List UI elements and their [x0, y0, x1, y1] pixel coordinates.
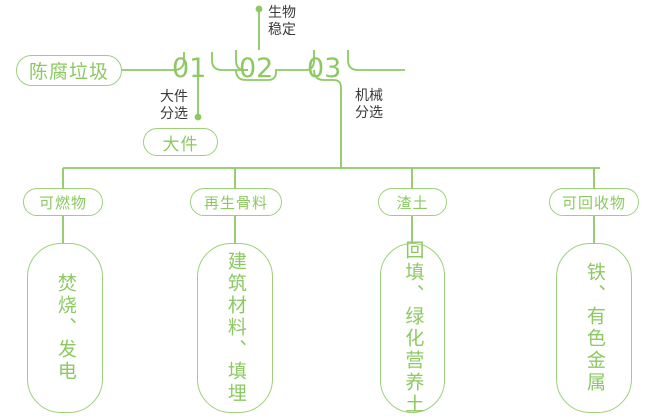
- stage-02-process-line2: 稳定: [268, 22, 296, 38]
- root-node-chenfu-laji[interactable]: 陈腐垃圾: [16, 55, 122, 86]
- branch-category-zaishenguliao[interactable]: 再生骨料: [190, 188, 282, 216]
- branch-outcome-box-4[interactable]: 铁、有色金属: [556, 243, 632, 413]
- stage-01-output-dajian[interactable]: 大件: [143, 128, 218, 156]
- branch-outcome-label-1: 焚烧、发电: [54, 273, 77, 383]
- stage-01-process-line1: 大件: [160, 89, 188, 105]
- branch-category-label-1: 可燃物: [38, 193, 87, 212]
- stage-03-process-line2: 分选: [355, 105, 383, 121]
- stage-number-02[interactable]: 02: [239, 53, 274, 84]
- stage-02-process-annotation: 生物 稳定: [268, 5, 328, 39]
- branch-outcome-box-3[interactable]: 回填、绿化营养土: [380, 240, 445, 416]
- branch-outcome-label-3: 回填、绿化营养土: [402, 240, 425, 416]
- branch-outcome-box-2[interactable]: 建筑材料、填埋: [197, 243, 273, 413]
- root-node-label: 陈腐垃圾: [28, 61, 109, 83]
- branch-category-label-4: 可回收物: [561, 193, 626, 212]
- stage-number-03[interactable]: 03: [307, 53, 342, 84]
- stage-03-process-annotation: 机械 分选: [355, 88, 415, 122]
- stage-01-output-label: 大件: [162, 134, 199, 155]
- branch-outcome-label-4: 铁、有色金属: [583, 262, 606, 394]
- branch-outcome-label-2: 建筑材料、填埋: [224, 251, 247, 405]
- branch-category-keranwu[interactable]: 可燃物: [23, 188, 103, 216]
- stage-03-process-line1: 机械: [355, 88, 383, 104]
- branch-category-zhatu[interactable]: 渣土: [378, 188, 447, 216]
- branch-category-kehuishouwu[interactable]: 可回收物: [549, 188, 639, 216]
- branch-outcome-box-1[interactable]: 焚烧、发电: [27, 243, 103, 413]
- stage-01-process-line2: 分选: [160, 106, 188, 122]
- stage-number-01[interactable]: 01: [172, 53, 207, 84]
- branch-category-label-3: 渣土: [396, 193, 429, 212]
- branch-category-label-2: 再生骨料: [203, 193, 268, 212]
- stage-01-process-annotation: 大件 分选: [128, 89, 188, 123]
- stage-02-process-line1: 生物: [268, 5, 296, 21]
